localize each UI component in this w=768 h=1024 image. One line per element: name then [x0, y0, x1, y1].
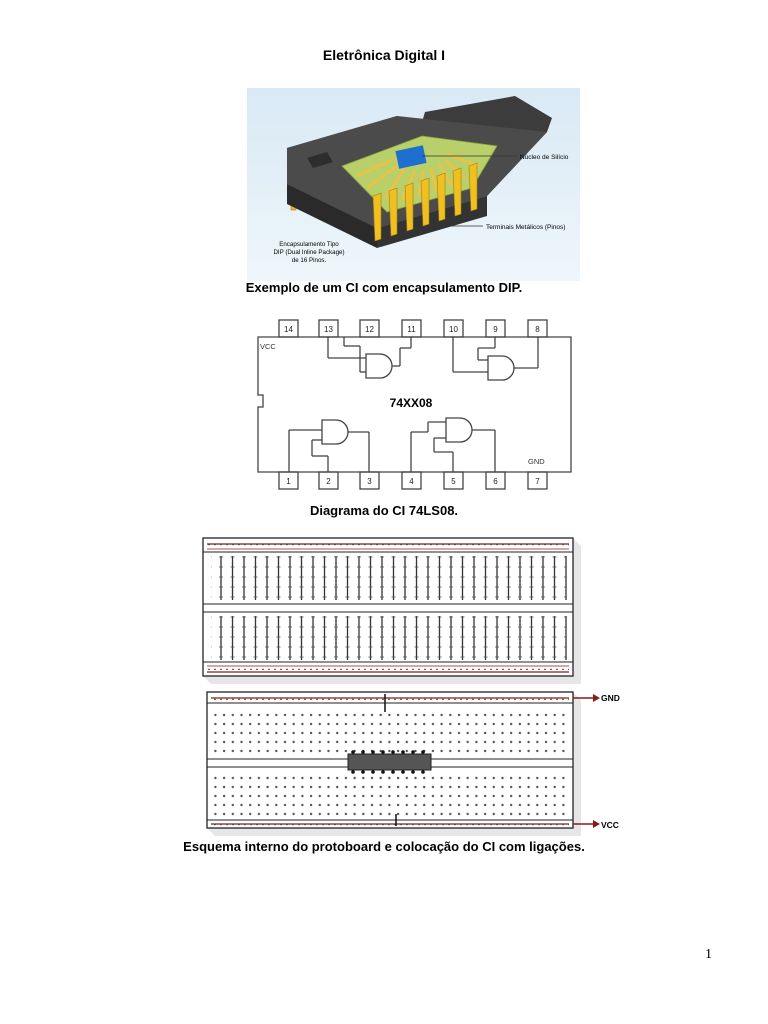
pin-7-label: 7 [535, 477, 540, 486]
pin-13-label: 13 [324, 325, 333, 334]
gnd-rail-label: GND [601, 693, 620, 703]
pin-14-label: 14 [284, 325, 293, 334]
pin-10-label: 10 [449, 325, 458, 334]
figure3-caption: Esquema interno do protoboard e colocaçã… [183, 839, 585, 854]
figure1-caption: Exemplo de um CI com encapsulamento DIP. [245, 280, 523, 295]
page-number: 1 [705, 947, 712, 962]
pin-4-label: 4 [409, 477, 414, 486]
protoboard-internal-scheme [202, 537, 581, 684]
pin-12-label: 12 [365, 325, 374, 334]
core-label: Núcleo de Silício [520, 154, 569, 161]
package-label-line1: Encapsulamento Tipo [279, 241, 339, 248]
chip-name: 74XX08 [390, 396, 433, 410]
pin-11-label: 11 [407, 325, 416, 334]
protoboard-diagram: GND VCC [202, 537, 620, 836]
pin-1-label: 1 [286, 477, 291, 486]
gnd-label: GND [528, 457, 545, 466]
protoboard-with-ic: GND VCC [206, 691, 620, 836]
terminals-label: Terminais Metálicos (Pinos) [486, 224, 565, 231]
pin-2-label: 2 [326, 477, 331, 486]
vcc-rail-label: VCC [601, 820, 619, 830]
package-label-line2: DIP (Dual Inline Package) [273, 249, 344, 256]
figure2-caption: Diagrama do CI 74LS08. [309, 503, 459, 518]
page-title: Eletrônica Digital I [322, 47, 446, 63]
dip-package-illustration: Núcleo de Silício Terminais Metálicos (P… [247, 88, 580, 281]
pin-3-label: 3 [367, 477, 372, 486]
pin-6-label: 6 [493, 477, 498, 486]
package-label-line3: de 16 Pinos. [292, 257, 327, 264]
vcc-label: VCC [260, 342, 276, 351]
silicon-core [395, 145, 427, 169]
pin-9-label: 9 [493, 325, 498, 334]
pin-8-label: 8 [535, 325, 540, 334]
ic-chip [347, 753, 432, 771]
ic-74xx08-diagram: 14 13 12 11 10 9 8 1 2 3 4 5 6 7 VCC GND… [248, 312, 574, 492]
pin-5-label: 5 [451, 477, 456, 486]
